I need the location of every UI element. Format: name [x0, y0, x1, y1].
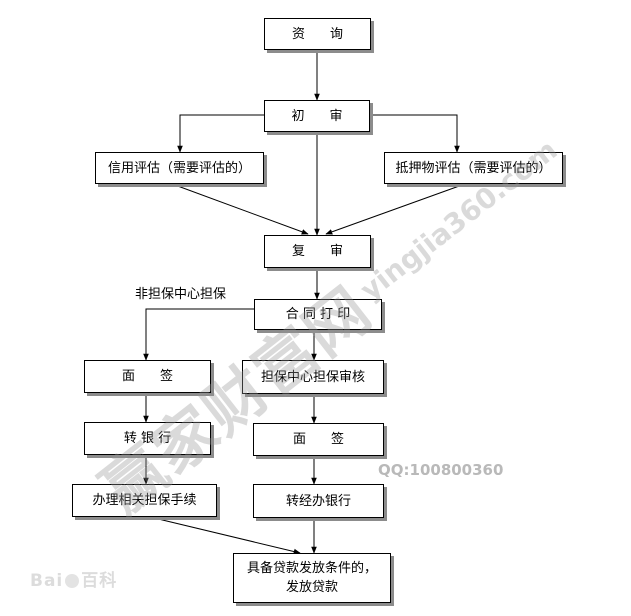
arrow-guarantee-procedures-to-disburse: [149, 516, 301, 555]
node-first-review: 初 审: [264, 100, 370, 132]
arrow-collateral-eval-to-second-review: [325, 184, 463, 235]
node-disburse-line2: 发放贷款: [285, 580, 338, 595]
baidu-text-left: Bai: [30, 571, 64, 591]
node-disburse-line1: 具备贷款发放条件的，: [246, 561, 377, 576]
baidu-paw-icon: [65, 574, 80, 588]
node-collateral-eval: 抵押物评估（需要评估的）: [384, 152, 563, 184]
node-credit-eval: 信用评估（需要评估的）: [95, 152, 264, 184]
node-guarantee-procedures: 办理相关担保手续: [72, 484, 217, 517]
baidu-text-right: 百科: [81, 571, 118, 591]
node-consult: 资 询: [264, 18, 371, 50]
node-guarantee-review: 担保中心担保审核: [242, 360, 384, 394]
node-transfer-bank: 转 银 行: [84, 422, 211, 455]
arrow-first-review-to-credit-eval: [177, 114, 264, 153]
node-second-review: 复 审: [264, 235, 371, 268]
node-interview-left: 面 签: [84, 360, 211, 393]
edge-label-non-guarantee: 非担保中心担保: [135, 287, 227, 302]
node-contract-print: 合 同 打 印: [254, 299, 382, 330]
node-interview-right: 面 签: [253, 423, 384, 456]
watermark-qq: QQ:100800360: [378, 461, 504, 479]
arrow-contract-print-to-interview-left: [143, 308, 254, 361]
watermark-baidu-logo: Bai 百科: [30, 566, 117, 591]
node-disburse: 具备贷款发放条件的， 发放贷款: [233, 553, 391, 603]
arrow-first-review-to-collateral-eval: [370, 114, 460, 153]
arrow-credit-eval-to-second-review: [174, 184, 309, 235]
node-transfer-handling-bank: 转经办银行: [253, 484, 384, 518]
